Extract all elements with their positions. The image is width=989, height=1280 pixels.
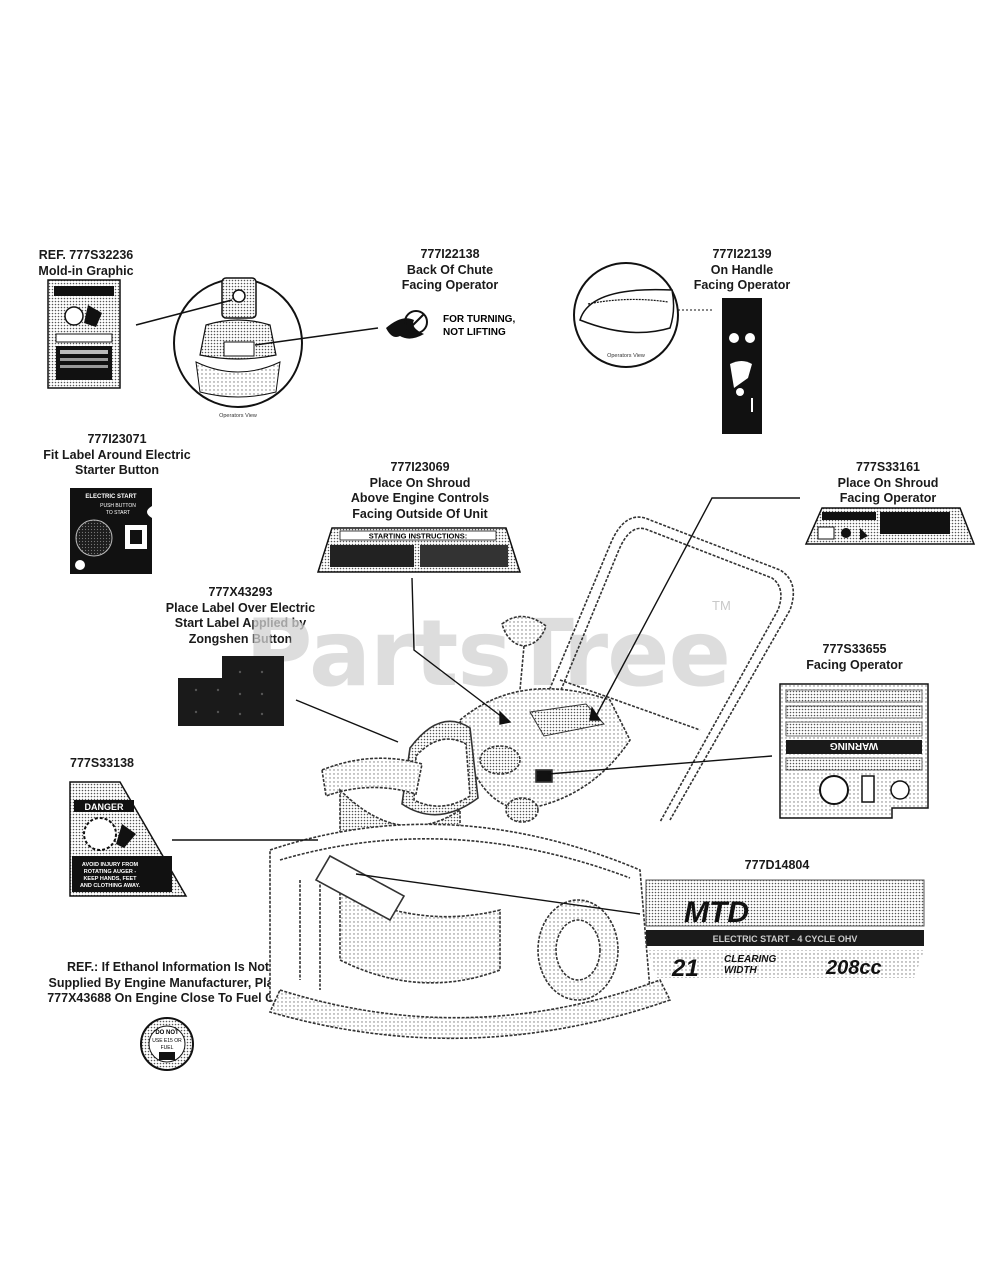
danger-text: DANGER (84, 802, 124, 812)
label-777s33161: 777S33161 Place On Shroud Facing Operato… (808, 460, 968, 507)
engine-cc-text: 208cc (825, 957, 882, 979)
caption-line: Supplied By Engine Manufacturer, Place (48, 975, 288, 990)
partstree-watermark: PartsTree (245, 600, 731, 707)
label-777d14804: 777D14804 (722, 858, 832, 874)
label-777i23069: 777I23069 Place On Shroud Above Engine C… (330, 460, 510, 522)
caption-line: Facing Operator (806, 657, 903, 672)
electric-start-text: ELECTRIC START (85, 494, 137, 500)
caption-line: REF.: If Ethanol Information Is Not (66, 960, 270, 974)
caption-line: REF. 777S32236 (38, 248, 134, 262)
width-text: WIDTH (724, 965, 758, 976)
caption-line: 777X43293 (208, 585, 273, 599)
electric-start-cycle-text: ELECTRIC START - 4 CYCLE OHV (713, 934, 858, 944)
decal-777s33161 (804, 507, 976, 545)
label-777s33138: 777S33138 (52, 756, 152, 772)
push-button-text-2: TO START (106, 510, 130, 516)
caption-line: 777I22138 (420, 247, 480, 261)
caption-line: 777I22139 (712, 247, 772, 261)
warning-text: WARNING (830, 740, 879, 751)
caption-line: 777S33655 (822, 642, 887, 656)
danger-line-2: ROTATING AUGER - (84, 869, 137, 875)
caption-line: Place On Shroud (369, 475, 471, 490)
caption-line: 777S33138 (70, 756, 134, 770)
caption-line: 777I23071 (87, 432, 147, 446)
handle-detail-circle (573, 262, 712, 368)
decal-777i22138: FOR TURNING, NOT LIFTING (386, 310, 515, 339)
decal-777i22139 (722, 298, 762, 434)
decal-777x43293 (178, 656, 284, 726)
label-777x43293: 777X43293 Place Label Over Electric Star… (148, 585, 333, 647)
caption-line: Facing Operator (839, 491, 937, 505)
ethanol-line-1: DO NOT (155, 1030, 179, 1036)
danger-line-1: AVOID INJURY FROM (82, 862, 139, 868)
caption-line: 777S33161 (856, 460, 920, 474)
mtd-brand-text: MTD (684, 896, 749, 929)
ethanol-line-2: USE E15 OR (152, 1038, 182, 1044)
label-ethanol-ref: REF.: If Ethanol Information Is Not Supp… (28, 960, 308, 1007)
decal-777s32236 (47, 279, 121, 389)
decal-777s33138: DANGER AVOID INJURY FROM ROTATING AUGER … (69, 781, 188, 897)
label-777s33655: 777S33655 Facing Operator (782, 642, 927, 673)
caption-line: Facing Operator (693, 278, 791, 292)
clearing-text: CLEARING (724, 954, 776, 965)
caption-line: Start Label Applied by (174, 616, 307, 630)
caption-line: Above Engine Controls (350, 491, 490, 505)
danger-line-4: AND CLOTHING AWAY. (80, 883, 141, 889)
caption-line: Facing Operator (401, 278, 499, 292)
decal-777i23071: ELECTRIC START PUSH BUTTON TO START (70, 488, 152, 574)
decal-777s33655: WARNING (779, 683, 929, 819)
ethanol-line-3: FUEL (161, 1045, 174, 1051)
caption-line: Place On Shroud (837, 475, 939, 490)
push-button-text-1: PUSH BUTTON (100, 503, 136, 509)
decal-777x43688: DO NOT USE E15 OR FUEL (140, 1017, 194, 1071)
clearing-width-number: 21 (671, 955, 699, 982)
caption-line: Zongshen Button (188, 631, 293, 646)
label-777s32236: REF. 777S32236 Mold-in Graphic (26, 248, 146, 279)
caption-line: Back Of Chute (406, 262, 494, 277)
chute-text-line-1: FOR TURNING, (443, 314, 515, 325)
trademark-mark: TM (712, 598, 731, 613)
leader-lines (172, 497, 800, 915)
label-777i22138: 777I22138 Back Of Chute Facing Operator (380, 247, 520, 294)
caption-line: Facing Outside Of Unit (352, 506, 488, 521)
operators-view-text-2: Operators View (607, 353, 645, 359)
operators-view-text-1: Operators View (219, 413, 257, 419)
label-777i23071: 777I23071 Fit Label Around Electric Star… (22, 432, 212, 479)
label-777i22139: 777I22139 On Handle Facing Operator (672, 247, 812, 294)
snowblower-illustration (268, 516, 795, 1040)
chute-text-line-2: NOT LIFTING (443, 327, 506, 338)
chute-detail-circle (135, 277, 379, 408)
caption-line: Fit Label Around Electric (43, 447, 191, 462)
starting-instructions-text: STARTING INSTRUCTIONS: (369, 532, 468, 541)
caption-line: Starter Button (74, 463, 160, 477)
caption-line: 777X43688 On Engine Close To Fuel Cap (47, 991, 289, 1005)
caption-line: 777I23069 (390, 460, 450, 474)
caption-line: 777D14804 (744, 858, 810, 872)
caption-line: On Handle (710, 262, 774, 277)
decal-777d14804: MTD ELECTRIC START - 4 CYCLE OHV 21 CLEA… (645, 879, 925, 982)
decal-777i23069: STARTING INSTRUCTIONS: (316, 527, 522, 573)
caption-line: Place Label Over Electric (165, 600, 316, 615)
danger-line-3: KEEP HANDS, FEET (83, 876, 137, 882)
caption-line: Mold-in Graphic (38, 263, 134, 278)
